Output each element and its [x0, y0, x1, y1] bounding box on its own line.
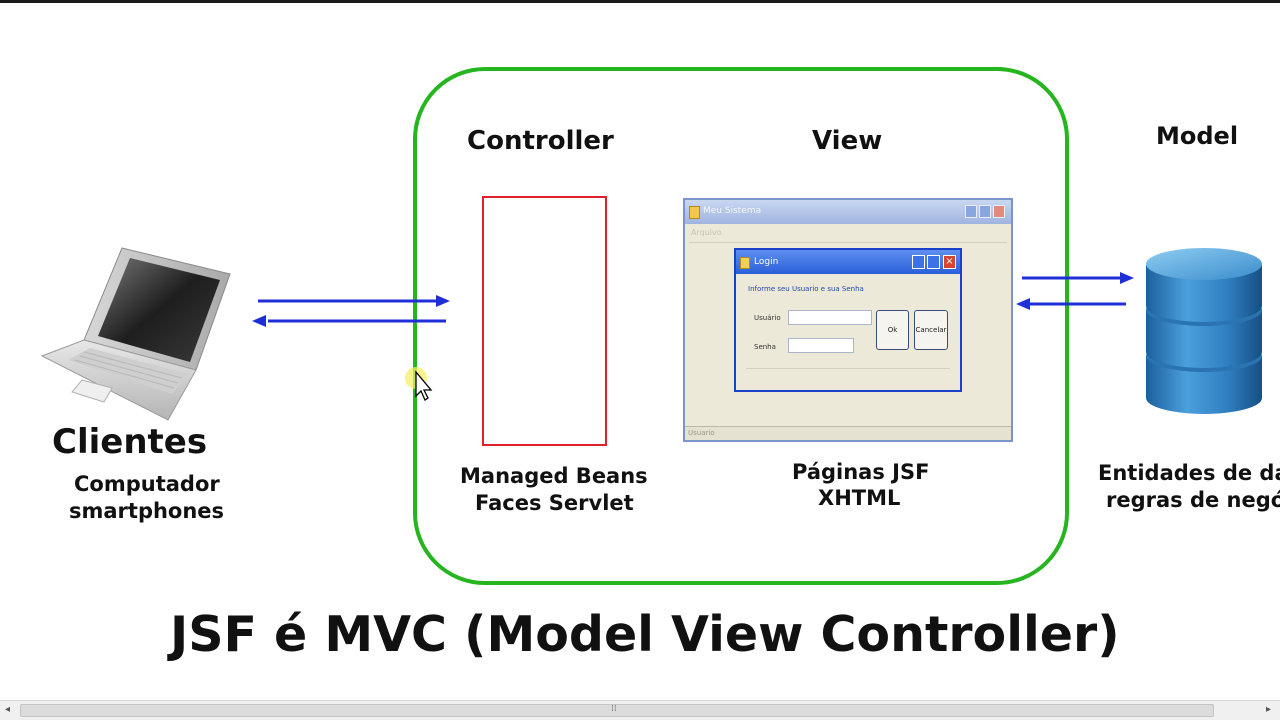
scrollbar-thumb[interactable]	[20, 704, 1214, 717]
controller-box	[482, 196, 607, 446]
dialog-titlebar: Login ×	[736, 250, 960, 274]
mouse-cursor-icon	[405, 367, 433, 401]
clients-line1: Computador	[74, 472, 220, 496]
dialog-maximize-icon	[927, 255, 940, 269]
close-icon	[993, 205, 1005, 218]
top-border	[0, 0, 1280, 3]
controller-caption-line2: Faces Servlet	[475, 491, 634, 515]
app-icon	[689, 206, 700, 219]
menu-separator	[689, 242, 1007, 243]
scrollbar-grip-icon: ⁞⁞	[611, 704, 617, 714]
client-controller-arrows	[252, 295, 450, 327]
dialog-info: Informe seu Usuario e sua Senha	[748, 285, 864, 293]
dialog-close-icon: ×	[943, 255, 956, 269]
status-text: Usuario	[688, 429, 715, 437]
ok-button: Ok	[876, 310, 909, 350]
scroll-right-icon[interactable]: ▸	[1266, 704, 1272, 715]
cancel-button: Cancelar	[914, 310, 948, 350]
view-caption-line2: XHTML	[818, 486, 901, 510]
window-titlebar: Meu Sistema	[685, 200, 1011, 224]
controller-caption-line1: Managed Beans	[460, 464, 648, 488]
maximize-icon	[979, 205, 991, 218]
dialog-separator	[746, 368, 950, 369]
laptop-icon	[40, 247, 231, 421]
view-heading: View	[812, 126, 883, 156]
model-heading: Model	[1156, 122, 1239, 150]
window-title: Meu Sistema	[703, 206, 762, 216]
login-dialog: Login × Informe seu Usuario e sua Senha …	[734, 248, 962, 392]
clients-title: Clientes	[52, 422, 208, 462]
view-caption-line1: Páginas JSF	[792, 460, 930, 484]
dialog-icon	[740, 257, 750, 269]
model-caption-line1: Entidades de dad	[1098, 461, 1280, 485]
user-label: Usuário	[754, 314, 781, 322]
minimize-icon	[965, 205, 977, 218]
model-caption-line2: regras de negóc	[1106, 488, 1280, 512]
mvc-container	[413, 67, 1069, 585]
horizontal-scrollbar[interactable]: ◂ ⁞⁞ ▸	[0, 700, 1280, 720]
dialog-title: Login	[754, 257, 779, 267]
password-input	[788, 338, 854, 353]
main-title: JSF é MVC (Model View Controller)	[170, 606, 1120, 663]
window-statusbar: Usuario	[685, 426, 1011, 440]
user-input	[788, 310, 872, 325]
dialog-minimize-icon	[912, 255, 925, 269]
controller-heading: Controller	[467, 126, 614, 156]
password-label: Senha	[754, 343, 776, 351]
view-model-arrows	[1016, 272, 1134, 310]
database-icon	[1146, 248, 1262, 414]
window-menu: Arquivo	[691, 228, 722, 237]
scroll-left-icon[interactable]: ◂	[5, 704, 11, 715]
clients-line2: smartphones	[69, 499, 225, 523]
